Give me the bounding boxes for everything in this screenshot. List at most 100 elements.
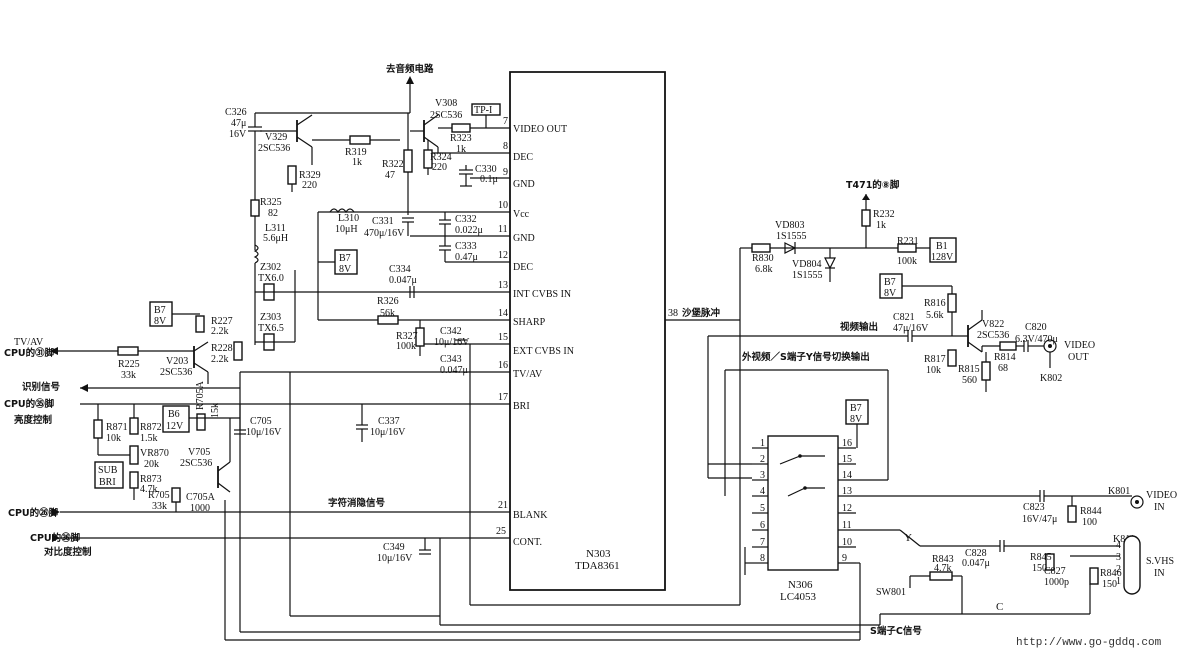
pin-14-num: 14 [498,308,508,319]
svg-text:B7: B7 [154,305,166,316]
svg-text:1: 1 [1116,576,1121,587]
pin-21-name: BLANK [513,510,548,521]
svg-text:10μH: 10μH [335,224,358,235]
cpu26-label: CPU的㉖脚 [8,507,59,519]
svg-text:10μ/16V: 10μ/16V [434,337,470,348]
svg-text:TX6.5: TX6.5 [258,323,284,334]
svg-text:R873: R873 [140,474,162,485]
pin-9-num: 9 [503,167,508,178]
n306-part: LC4053 [780,591,817,603]
svg-text:B7: B7 [339,253,351,264]
svg-text:15k: 15k [210,403,221,418]
pin-7-num: 7 [503,116,508,127]
c-label: C [996,601,1003,613]
svg-text:16: 16 [842,438,852,449]
svg-text:8V: 8V [850,414,863,425]
svg-text:100k: 100k [897,256,917,267]
svg-text:2SC536: 2SC536 [160,367,192,378]
svg-text:R326: R326 [377,296,399,307]
svg-text:220: 220 [302,180,317,191]
svg-text:3: 3 [760,470,765,481]
svg-text:128V: 128V [931,252,954,263]
svg-text:100k: 100k [396,341,416,352]
svg-text:1k: 1k [456,144,466,155]
svg-text:0.47μ: 0.47μ [455,252,478,263]
svg-text:R322: R322 [382,159,404,170]
cont-ctl-label: 对比度控制 [44,546,92,558]
svg-text:1S1555: 1S1555 [792,270,823,281]
svg-text:TX6.0: TX6.0 [258,273,284,284]
svg-text:V705: V705 [188,447,210,458]
svg-text:5: 5 [760,503,765,514]
svg-text:4: 4 [1116,540,1121,551]
svg-text:150: 150 [1102,579,1117,590]
svg-text:C827: C827 [1044,566,1066,577]
pin-38-num: 38 [668,308,678,319]
svg-text:15: 15 [842,454,852,465]
svg-text:R830: R830 [752,253,774,264]
svg-text:C343: C343 [440,354,462,365]
pin-17-name: BRI [513,401,530,412]
svg-text:9: 9 [842,553,847,564]
svg-text:10k: 10k [106,433,121,444]
cpu31-label: CPU的㉛脚 [4,347,55,359]
svg-text:C823: C823 [1023,502,1045,513]
video-in-label: VIDEO [1146,490,1177,501]
svg-text:B7: B7 [850,403,862,414]
svg-text:11: 11 [842,520,852,531]
svg-text:L310: L310 [338,213,359,224]
svg-text:C349: C349 [383,542,405,553]
svg-text:R817: R817 [924,354,946,365]
svg-text:V822: V822 [982,319,1004,330]
svg-text:R225: R225 [118,359,140,370]
s-c-label: S端子C信号 [870,625,922,637]
svg-text:VD803: VD803 [775,220,804,231]
pin-14-name: SHARP [513,317,546,328]
pin-25-num: 25 [496,526,506,537]
video-output-stage: 去音频电路 C326 47μ 16V V329 2SC536 R319 1k R… [225,63,501,376]
svg-text:C705: C705 [250,416,272,427]
svg-text:R323: R323 [450,133,472,144]
svg-text:C330: C330 [475,164,497,175]
svg-text:150: 150 [1032,563,1047,574]
svg-text:1000: 1000 [190,503,210,514]
svg-text:13: 13 [842,486,852,497]
svg-text:16V/47μ: 16V/47μ [1022,514,1057,525]
char-blank-label: 字符消隐信号 [328,497,386,509]
svg-text:C331: C331 [372,216,394,227]
svg-text:4: 4 [760,486,765,497]
svg-text:Z303: Z303 [260,312,281,323]
control-section: B7 8V R227 2.2k R228 2.2k V203 2SC536 R2… [4,301,880,641]
svg-text:C342: C342 [440,326,462,337]
video-out-label: VIDEO [1064,340,1095,351]
svg-text:47μ/16V: 47μ/16V [893,323,929,334]
svg-text:33k: 33k [121,370,136,381]
pin-11-name: GND [513,233,535,244]
svg-text:R327: R327 [396,331,418,342]
svg-text:560: 560 [962,375,977,386]
sync-pulse-label: 沙堡脉冲 [682,307,721,319]
svg-text:R232: R232 [873,209,895,220]
svg-text:10μ/16V: 10μ/16V [377,553,413,564]
svg-text:V308: V308 [435,98,457,109]
pin-13-name: INT CVBS IN [513,289,571,300]
svg-text:C821: C821 [893,312,915,323]
svg-text:R324: R324 [430,152,452,163]
pin-13-num: 13 [498,280,508,291]
svg-text:2SC536: 2SC536 [180,458,212,469]
svg-text:R814: R814 [994,352,1016,363]
svg-text:R844: R844 [1080,506,1102,517]
svg-text:4.7k: 4.7k [140,484,158,495]
svg-text:L311: L311 [265,223,286,234]
svg-text:B6: B6 [168,409,180,420]
svg-text:10: 10 [842,537,852,548]
svg-text:6.3V/470μ: 6.3V/470μ [1015,334,1058,345]
svg-text:R325: R325 [260,197,282,208]
svg-text:C828: C828 [965,548,987,559]
pin-7-name: VIDEO OUT [513,124,567,135]
svg-text:0.022μ: 0.022μ [455,225,483,236]
input-connectors: C823 16V/47μ R844 100 K801 VIDEO IN Y C8… [856,486,1177,640]
svg-text:10μ/16V: 10μ/16V [370,427,406,438]
svhs-label: S.VHS [1146,556,1174,567]
